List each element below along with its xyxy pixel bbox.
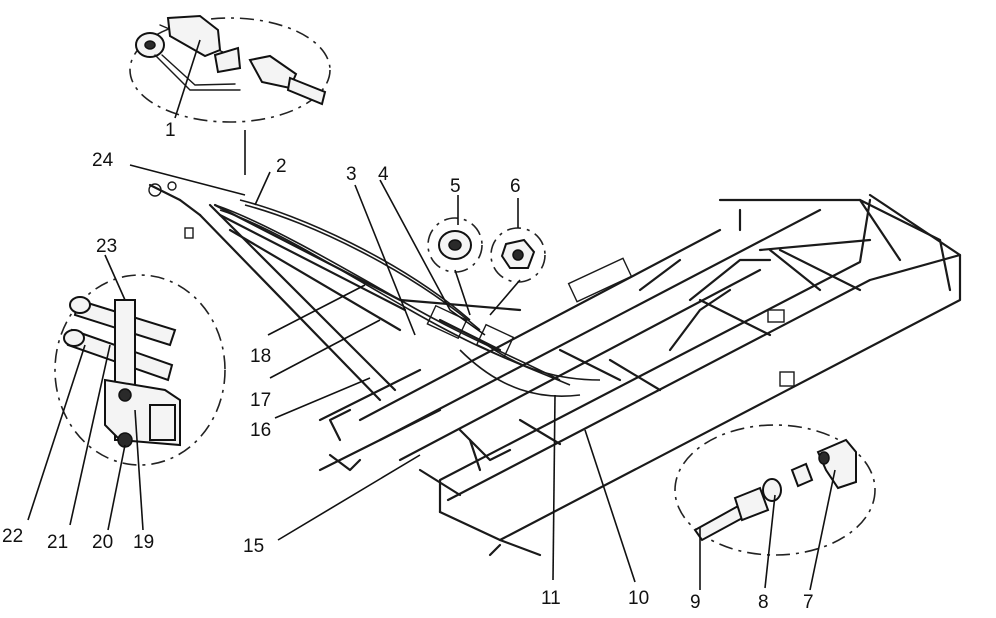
label-15: 15 [243,536,264,557]
label-11: 11 [541,588,561,609]
label-23: 23 [96,236,117,257]
label-5: 5 [450,176,461,197]
label-21: 21 [47,532,68,553]
callout-detail-7-9 [674,424,876,556]
label-9: 9 [690,592,701,613]
label-19: 19 [133,532,154,553]
callout-detail-5 [427,217,483,273]
label-22: 22 [2,526,23,547]
label-2: 2 [276,156,287,177]
label-8: 8 [758,592,769,613]
callout-detail-6 [490,227,546,283]
label-7: 7 [803,592,814,613]
callout-labels: 1 2 24 3 4 5 6 23 18 17 16 15 22 21 20 1… [2,120,814,613]
leader-lines [27,39,836,591]
label-17: 17 [250,390,271,411]
hydraulic-cylinders [426,257,772,472]
label-4: 4 [378,164,389,185]
callout-detail-19-23 [54,274,226,466]
drawbar [148,181,522,402]
label-3: 3 [346,164,357,185]
label-10: 10 [628,588,649,609]
label-1: 1 [165,120,176,141]
hydraulic-hoses [214,199,601,397]
label-16: 16 [250,420,271,441]
label-24: 24 [92,150,114,171]
main-frame [318,193,962,557]
label-20: 20 [92,532,113,553]
label-18: 18 [250,346,271,367]
callout-detail-1 [129,14,331,123]
label-6: 6 [510,176,521,197]
